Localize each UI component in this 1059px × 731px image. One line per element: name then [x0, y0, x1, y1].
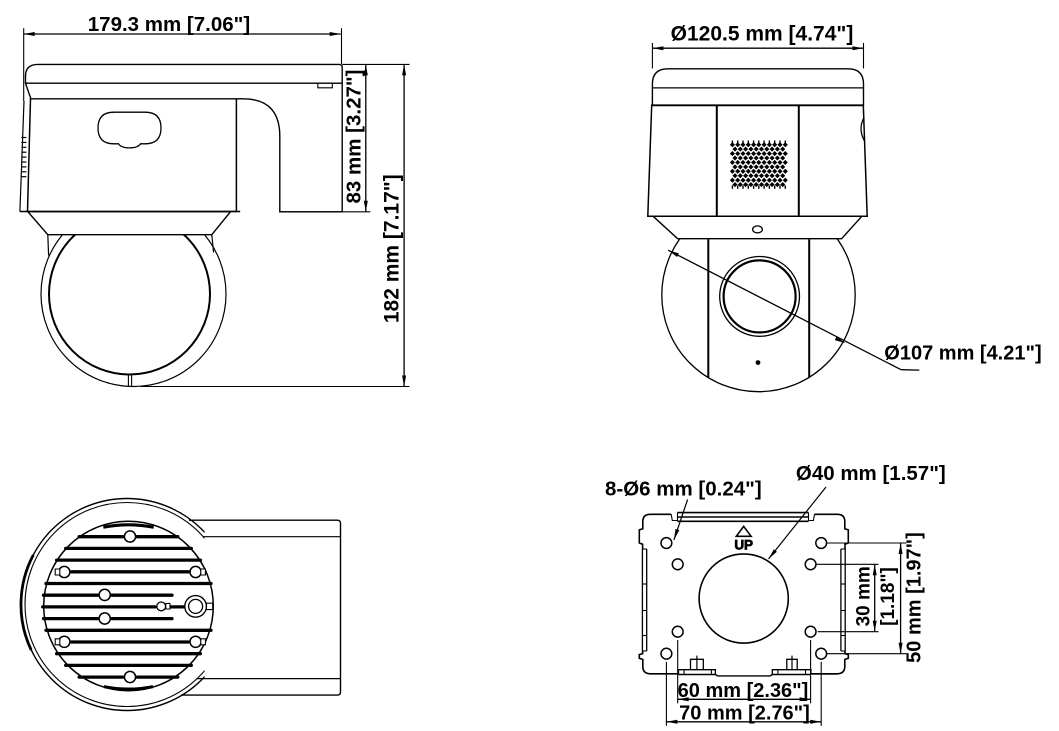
svg-text:[1.18"]: [1.18"]	[878, 567, 899, 626]
svg-text:8-Ø6 mm [0.24"]: 8-Ø6 mm [0.24"]	[605, 477, 762, 500]
svg-text:70 mm [2.76"]: 70 mm [2.76"]	[679, 703, 810, 725]
svg-text:182 mm [7.17"]: 182 mm [7.17"]	[381, 174, 404, 323]
svg-text:30 mm: 30 mm	[853, 566, 874, 626]
svg-text:60 mm [2.36"]: 60 mm [2.36"]	[678, 680, 809, 702]
svg-text:83 mm [3.27"]: 83 mm [3.27"]	[342, 70, 365, 204]
svg-text:179.3 mm [7.06"]: 179.3 mm [7.06"]	[88, 13, 250, 36]
svg-text:UP: UP	[734, 538, 753, 553]
svg-text:Ø107 mm [4.21"]: Ø107 mm [4.21"]	[884, 343, 1041, 365]
svg-text:Ø120.5 mm [4.74"]: Ø120.5 mm [4.74"]	[671, 23, 854, 46]
svg-text:Ø40 mm [1.57"]: Ø40 mm [1.57"]	[796, 462, 946, 485]
svg-text:UP: UP	[734, 537, 753, 552]
svg-text:50 mm [1.97"]: 50 mm [1.97"]	[904, 532, 926, 663]
